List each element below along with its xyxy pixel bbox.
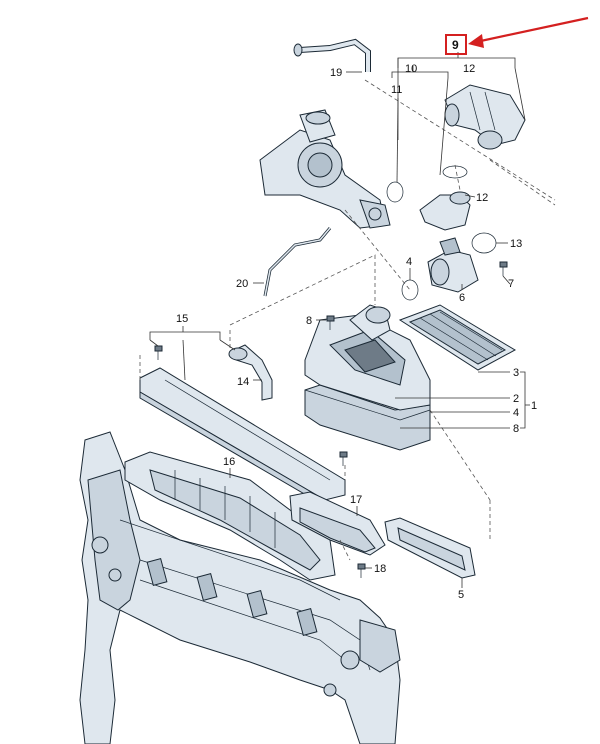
filter-element-3 — [398, 304, 517, 371]
hose-20 — [263, 227, 332, 297]
callout-13: 13 — [510, 238, 522, 250]
callout-12-mid: 12 — [476, 192, 488, 204]
callout-3: 3 — [513, 367, 519, 379]
callout-2: 2 — [513, 393, 519, 405]
callout-20: 20 — [236, 278, 248, 290]
callout-18: 18 — [374, 563, 386, 575]
assembly-lines — [139, 79, 556, 561]
callout-4-top: 4 — [406, 256, 412, 268]
callout-7: 7 — [508, 278, 514, 290]
bolt-15b — [339, 451, 348, 466]
highlight-box — [445, 34, 467, 55]
bracket-17 — [289, 491, 386, 556]
elbow-pipe-12 — [419, 165, 471, 231]
screw-8 — [326, 315, 335, 330]
duct-5 — [384, 517, 476, 579]
highlight-arrow — [475, 16, 589, 44]
screw-18 — [357, 563, 366, 578]
callout-4-bottom: 4 — [513, 407, 519, 419]
callout-8-small: 8 — [306, 315, 312, 327]
air-filter-housing — [304, 304, 431, 451]
hose-19 — [293, 38, 371, 72]
highlight-arrowhead — [468, 34, 484, 48]
clamp-13 — [471, 232, 497, 254]
callout-5: 5 — [458, 589, 464, 601]
front-end-carrier — [79, 431, 401, 744]
callout-14: 14 — [237, 376, 249, 388]
callout-17: 17 — [350, 494, 362, 506]
air-intake-duct-15 — [139, 367, 346, 507]
callout-11: 11 — [391, 84, 402, 96]
bolt-15a — [154, 345, 163, 360]
seal-ring-11 — [386, 181, 404, 203]
callout-1: 1 — [531, 400, 537, 412]
callout-8-bottom: 8 — [513, 423, 519, 435]
screw-7 — [499, 261, 508, 276]
callout-6: 6 — [459, 292, 465, 304]
leader-lines — [149, 52, 530, 588]
hose-14 — [228, 344, 273, 401]
callout-16: 16 — [223, 456, 235, 468]
charge-air-hose-12 — [444, 84, 526, 150]
callout-10: 10 — [405, 63, 417, 75]
turbocharger — [259, 109, 391, 229]
air-guide-16 — [124, 451, 336, 581]
callout-19: 19 — [330, 67, 342, 79]
callout-9: 9 — [452, 38, 459, 52]
callout-12-top: 12 — [463, 63, 475, 75]
callout-labels: 9 12 10 11 19 12 13 4 20 7 6 8 15 14 3 2… — [176, 38, 537, 601]
air-mass-meter-6 — [427, 237, 479, 293]
callout-15: 15 — [176, 313, 188, 325]
highlight-callout-9 — [445, 16, 589, 55]
